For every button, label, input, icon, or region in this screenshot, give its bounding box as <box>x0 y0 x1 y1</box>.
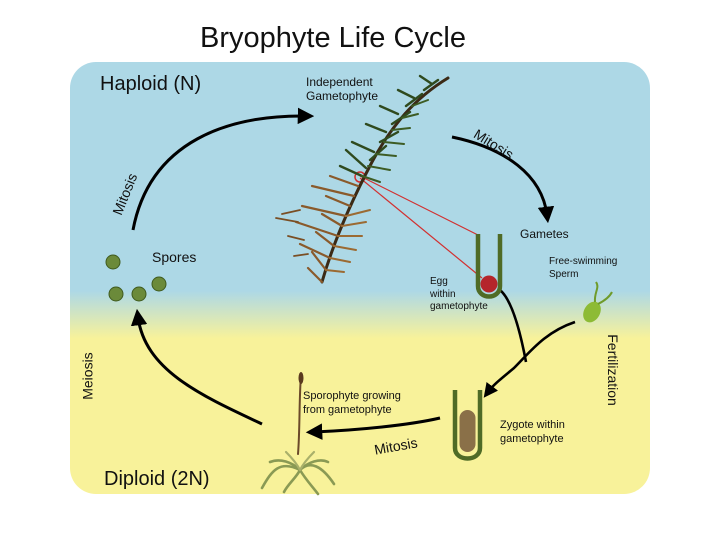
label-egg: Egg within gametophyte <box>430 276 488 314</box>
zygote-icon <box>459 410 476 452</box>
label-spores: Spores <box>152 249 197 265</box>
arrow-zygote-to-sporophyte <box>305 416 441 440</box>
label-egg-line2: within <box>430 288 456 300</box>
label-gametophyte-line1: Independent <box>306 75 373 89</box>
process-fertilization: Fertilization <box>604 334 621 406</box>
label-sporophyte-line1: Sporophyte growing <box>303 390 401 402</box>
arrow-fertilization <box>483 320 576 398</box>
label-gametes: Gametes <box>520 227 569 241</box>
label-sporophyte: Sporophyte growing from gametophyte <box>303 390 401 418</box>
label-sperm-line2: Sperm <box>549 268 579 280</box>
region-label-haploid: Haploid (N) <box>100 73 202 95</box>
label-gametophyte-line2: Gametophyte <box>306 88 379 103</box>
label-sperm: Free-swimming Sperm <box>549 256 617 281</box>
sperm-icon <box>583 281 613 323</box>
egg-cell-icon <box>480 275 498 293</box>
label-egg-line1: Egg <box>430 276 448 287</box>
arrow-spores-to-gametophyte <box>131 107 315 231</box>
background-panel <box>70 62 650 494</box>
sporophyte-moss-icon <box>260 372 336 496</box>
label-zygote: Zygote within gametophyte <box>500 419 565 447</box>
pointer-line-upper <box>359 175 479 236</box>
arrow-gametophyte-to-gametes <box>451 135 555 224</box>
arrow-meiosis <box>130 308 263 426</box>
region-label-diploid: Diploid (2N) <box>104 468 210 490</box>
label-sporophyte-line2: from gametophyte <box>303 403 392 416</box>
label-zygote-line1: Zygote within <box>500 419 565 431</box>
zygote-archegonium-outline <box>452 390 483 461</box>
pointer-line-lower <box>359 177 483 279</box>
label-sperm-line1: Free-swimming <box>549 256 618 267</box>
diagram-title: Bryophyte Life Cycle <box>200 22 466 54</box>
arrow-egg-to-zygote <box>499 289 528 363</box>
gametophyte-moss-icon <box>275 74 450 284</box>
label-egg-line3: gametophyte <box>430 301 488 312</box>
label-gametophyte: Independent Gametophyte <box>306 75 379 104</box>
spores-icon <box>105 254 167 302</box>
label-zygote-line2: gametophyte <box>500 432 564 445</box>
process-meiosis: Meiosis <box>79 352 96 400</box>
archegonium-outline <box>475 234 503 299</box>
